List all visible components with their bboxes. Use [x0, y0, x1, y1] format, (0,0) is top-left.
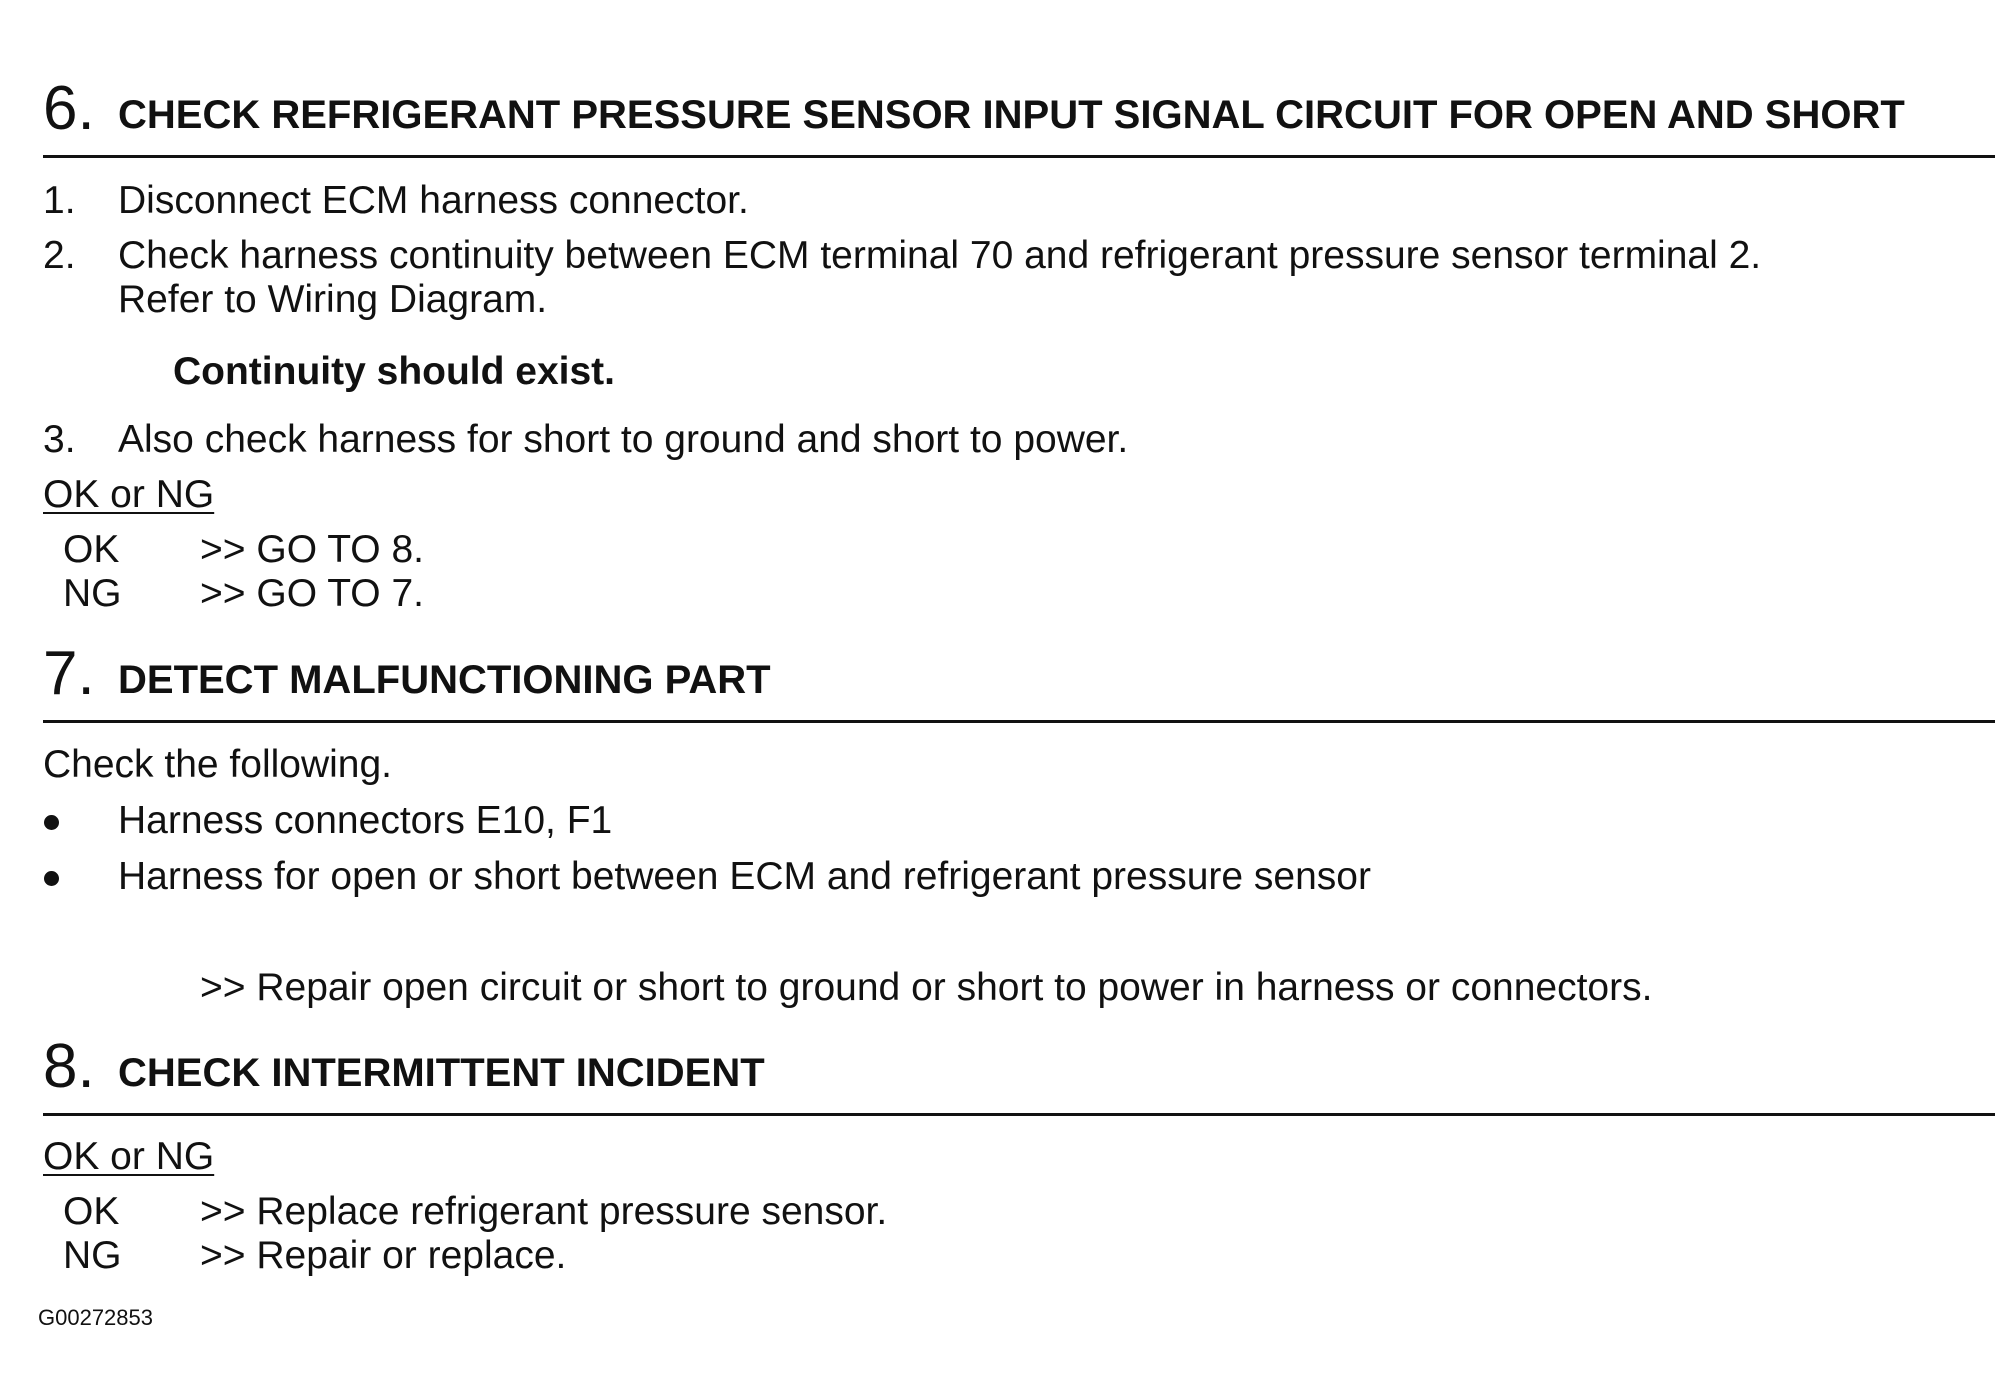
- bullet-icon: [44, 871, 59, 886]
- step6-spec: Continuity should exist.: [173, 350, 616, 393]
- step6-item3-text: Also check harness for short to ground a…: [118, 418, 1129, 461]
- step6-item2-number: 2.: [43, 234, 76, 277]
- step6-number: 6.: [43, 74, 95, 143]
- step6-result-ng-action: >> GO TO 7.: [200, 572, 425, 615]
- bullet-icon: [44, 815, 59, 830]
- step7-action: >> Repair open circuit or short to groun…: [200, 966, 1653, 1009]
- step7-number: 7.: [43, 639, 95, 708]
- step6-divider: [43, 155, 1995, 158]
- step7-bullet1: Harness connectors E10, F1: [118, 799, 613, 842]
- step7-intro: Check the following.: [43, 743, 393, 786]
- step8-divider: [43, 1113, 1995, 1116]
- step7-bullet2: Harness for open or short between ECM an…: [118, 855, 1371, 898]
- step6-item2-text-continued: Refer to Wiring Diagram.: [118, 278, 548, 321]
- step8-title: CHECK INTERMITTENT INCIDENT: [118, 1051, 765, 1095]
- step8-result-ng-action: >> Repair or replace.: [200, 1234, 567, 1277]
- step6-item2-text: Check harness continuity between ECM ter…: [118, 234, 1762, 277]
- step8-number: 8.: [43, 1032, 95, 1101]
- step8-result-ok-code: OK: [63, 1190, 120, 1233]
- step6-item3-number: 3.: [43, 418, 76, 461]
- step6-item1-number: 1.: [43, 179, 76, 222]
- step8-result-ok-action: >> Replace refrigerant pressure sensor.: [200, 1190, 888, 1233]
- step8-result-label: OK or NG: [43, 1135, 215, 1178]
- step6-item1-text: Disconnect ECM harness connector.: [118, 179, 749, 222]
- step7-divider: [43, 720, 1995, 723]
- step7-title: DETECT MALFUNCTIONING PART: [118, 658, 771, 702]
- step6-result-label: OK or NG: [43, 473, 215, 516]
- step8-result-ng-code: NG: [63, 1234, 122, 1277]
- step6-result-ok-code: OK: [63, 528, 120, 571]
- figure-code: G00272853: [38, 1305, 153, 1330]
- step6-title: CHECK REFRIGERANT PRESSURE SENSOR INPUT …: [118, 93, 1905, 137]
- step6-result-ng-code: NG: [63, 572, 122, 615]
- step6-result-ok-action: >> GO TO 8.: [200, 528, 425, 571]
